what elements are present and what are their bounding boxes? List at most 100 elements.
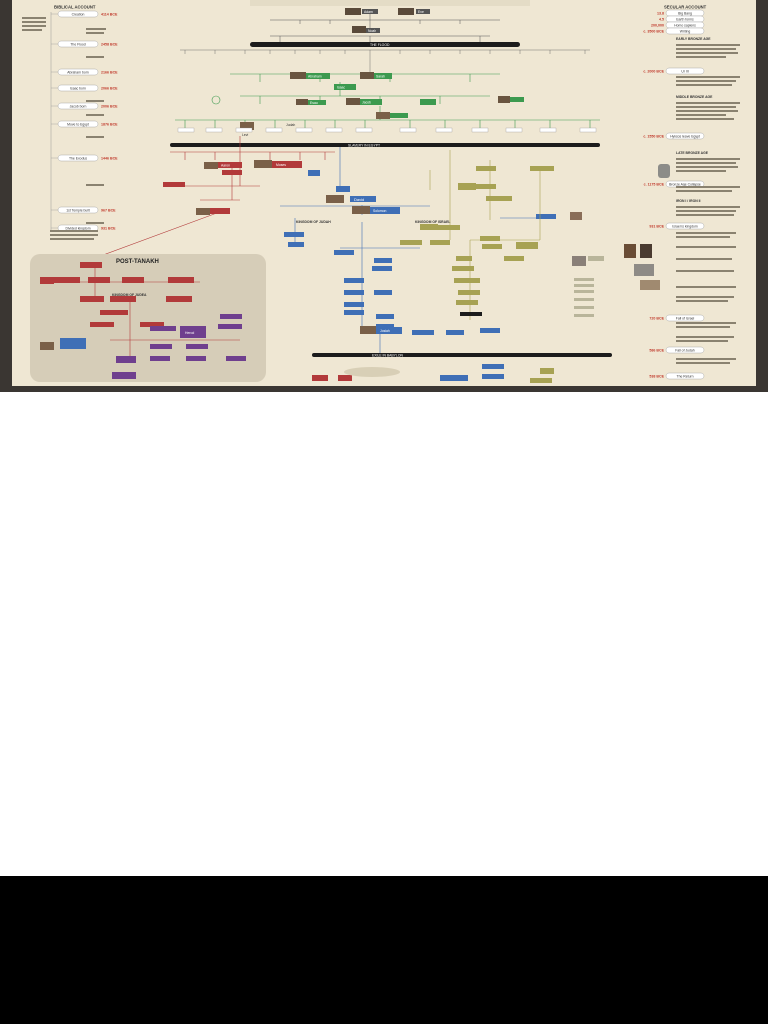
event-label: Isaac born <box>70 86 86 90</box>
phinehas-box <box>163 182 185 187</box>
ishmael-marker <box>211 95 221 105</box>
eleazar-box <box>222 170 242 175</box>
esau-label: Esau <box>310 101 318 105</box>
olive-tablets <box>574 256 604 317</box>
event-pill <box>665 67 705 75</box>
david-label: David <box>354 197 364 202</box>
family-tree-diagram: Adam Eve Noah THE FLOOD <box>22 0 740 383</box>
adam-box <box>362 9 378 14</box>
israel-lines <box>429 150 541 320</box>
egypt-band <box>170 143 600 147</box>
abraham-box <box>306 73 330 79</box>
isaac-label: Isaac <box>337 85 345 89</box>
noah-label: Noah <box>368 29 376 33</box>
kingdom-judah-label: KINGDOM OF JUDAH <box>296 220 331 224</box>
esau-box <box>308 100 326 105</box>
flood-band <box>250 42 520 47</box>
event-pill <box>665 132 705 140</box>
assyria-marker <box>460 312 482 316</box>
boaz-box <box>308 170 320 176</box>
sarah-portrait <box>360 72 374 79</box>
judah-label: Judah <box>286 123 295 127</box>
event-date: 586 BCE <box>649 348 664 352</box>
event-date: 4114 BCE <box>101 12 118 16</box>
joseph-portrait <box>376 112 390 119</box>
event-label: Abraham born <box>67 70 89 74</box>
herod-label: Herod <box>185 331 194 335</box>
event-label: The Exodus <box>69 156 87 160</box>
jacob-box <box>360 99 382 105</box>
sarah-label: Sarah <box>376 74 385 78</box>
left-timeline-event: The Exodus 1446 BCE <box>51 154 118 162</box>
job-box <box>510 97 524 102</box>
aaron-portrait <box>204 162 218 169</box>
exile-label: EXILE IN BABYLON <box>372 353 403 357</box>
flood-label: THE FLOOD <box>370 43 390 47</box>
kingdom-israel-label: KINGDOM OF ISRAEL <box>415 220 450 224</box>
section-middle-bronze: MIDDLE BRONZE AGE <box>676 95 713 99</box>
noah-portrait <box>352 26 366 33</box>
job-portrait <box>498 96 510 103</box>
biblical-account-header: BIBLICAL ACCOUNT <box>54 5 96 10</box>
event-label: Fall of Judah <box>675 348 695 352</box>
return-oval <box>344 367 400 377</box>
event-label: Divided kingdom <box>65 226 90 230</box>
event-pill <box>665 314 705 322</box>
hasmonean-box <box>60 338 86 349</box>
adam-label: Adam <box>364 10 373 14</box>
davidic-lines <box>280 147 540 355</box>
event-date: 1876 BCE <box>101 122 118 126</box>
exile-red-boxes <box>312 375 352 381</box>
kingdom-judea-label: KINGDOM OF JUDEA <box>112 293 147 297</box>
artifact-images <box>570 164 670 290</box>
event-date: 1446 BCE <box>101 156 118 160</box>
noah-box <box>366 28 380 33</box>
event-date: c. 2000 BCE <box>643 69 664 73</box>
event-date: 13.8 <box>657 11 664 15</box>
left-timeline-event: Move to Egypt 1876 BCE <box>51 120 118 128</box>
aaron-label: Aaron <box>221 163 230 167</box>
josiah-box <box>376 327 402 334</box>
moses-portrait <box>254 160 272 168</box>
left-timeline-event: Creation 4114 BCE <box>51 10 118 18</box>
event-label: Big Bang <box>678 11 692 15</box>
post-tanakh-panel <box>30 254 266 382</box>
herodian-boxes <box>112 314 246 379</box>
eve-label: Eve <box>418 10 424 14</box>
black-bottom-bar <box>0 876 768 1024</box>
event-label: Israel is kingdom <box>672 224 698 228</box>
sarah-box <box>374 73 392 79</box>
section-late-bronze: LATE BRONZE AGE <box>676 151 709 155</box>
event-label: Move to Egypt <box>67 122 89 126</box>
event-date: 2166 BCE <box>101 70 118 74</box>
eli-box <box>210 208 230 214</box>
event-pill <box>665 222 705 230</box>
israel-kings <box>400 166 554 383</box>
event-date: c. 3500 BCE <box>643 29 664 33</box>
moses-box <box>272 161 302 168</box>
eve-box <box>416 9 430 14</box>
zerubbabel-box <box>440 375 468 381</box>
event-pill <box>665 27 705 35</box>
event-label: Creation <box>72 12 85 16</box>
event-label: Bronze Age Collapse <box>669 182 701 186</box>
josiah-label: Josiah <box>380 329 390 333</box>
sibling-box <box>420 99 436 105</box>
david-box <box>350 196 376 202</box>
judah-kings <box>284 214 556 379</box>
event-date: c. 1175 BCE <box>644 182 665 186</box>
adam-portrait <box>345 8 361 15</box>
event-pill <box>665 372 705 380</box>
event-label: The Flood <box>70 42 85 46</box>
moses-label: Moses <box>276 163 286 167</box>
jesse-box <box>336 186 350 192</box>
